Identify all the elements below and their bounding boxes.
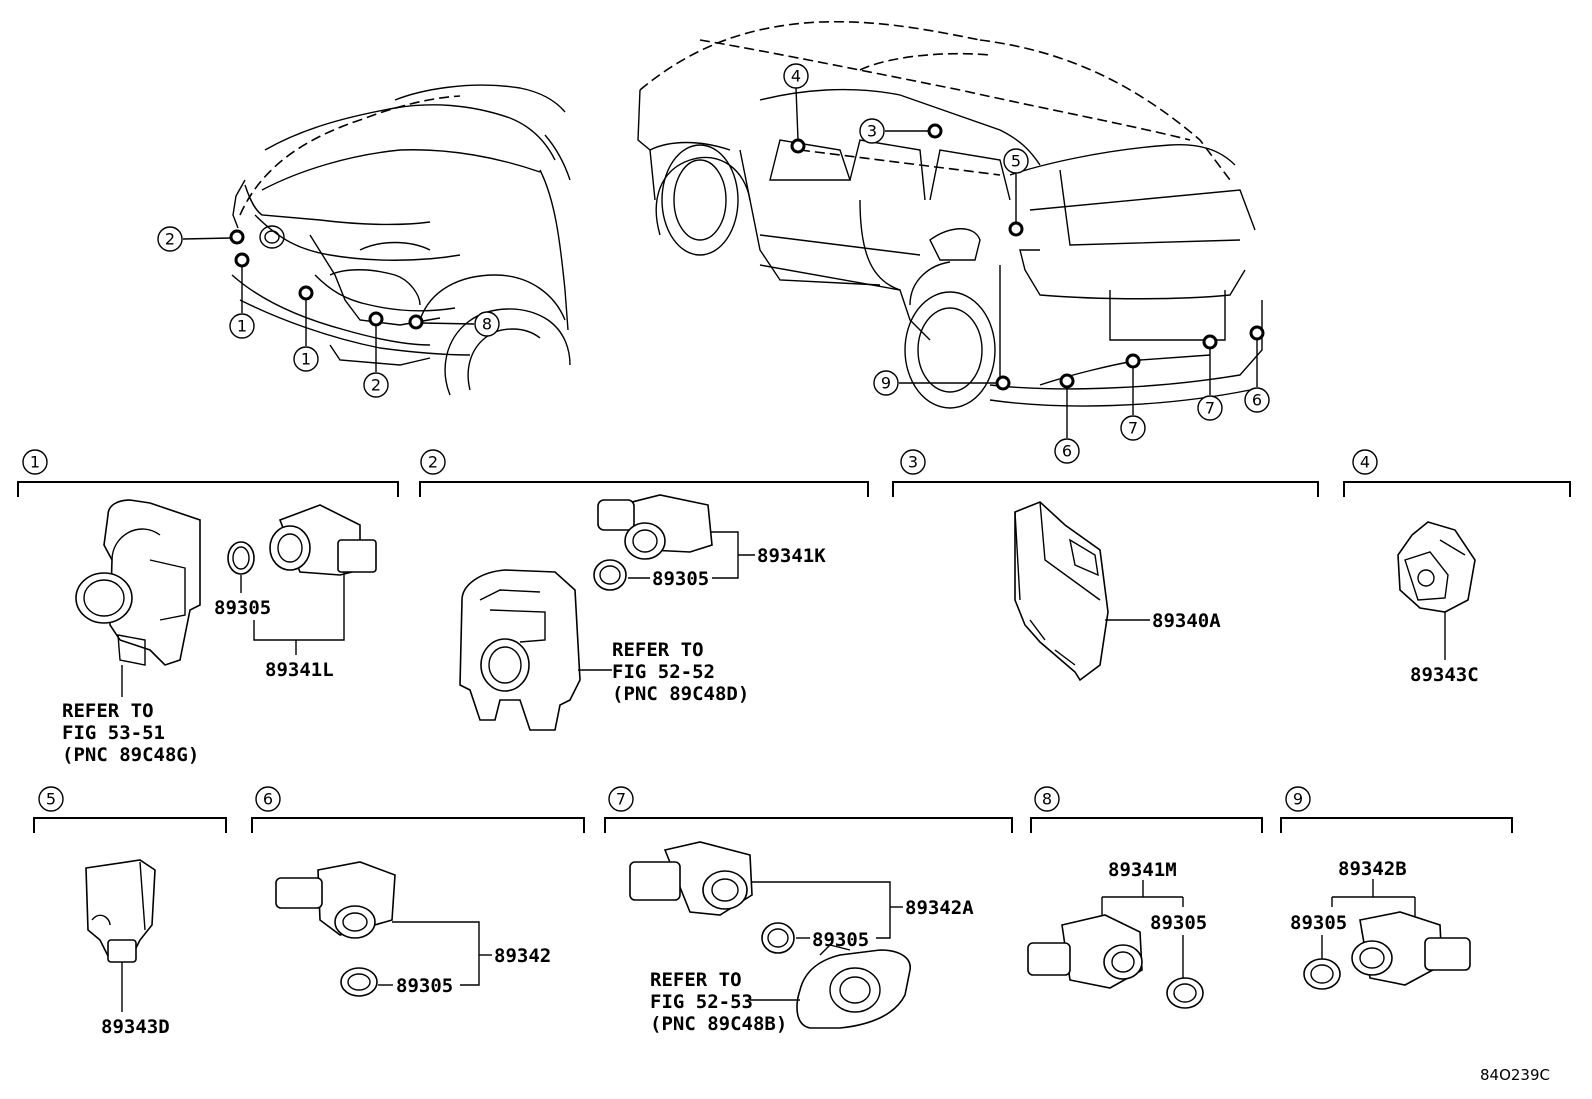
callout-1-front-b: 1 — [301, 350, 311, 369]
callout-6-rear-b: 6 — [1252, 391, 1262, 410]
part-89305-s7: 89305 — [812, 929, 869, 951]
bracket-part-1 — [75, 499, 201, 666]
callout-2-front-b: 2 — [371, 376, 381, 395]
unit-89343D — [85, 859, 156, 963]
ring-89305-s2 — [593, 559, 627, 591]
section-2-number: 2 — [428, 453, 438, 472]
callout-4-rear: 4 — [791, 67, 801, 86]
section-7-number: 7 — [616, 790, 626, 809]
ring-89305-s1 — [227, 541, 255, 575]
refer2-line2: FIG 52-52 — [612, 661, 715, 683]
part-89342B: 89342B — [1338, 858, 1407, 880]
callout-2-front-a: 2 — [165, 230, 175, 249]
front-vehicle-illustration: 2 1 1 2 8 — [157, 84, 571, 398]
part-89305-s2: 89305 — [652, 568, 709, 590]
callout-9-rear: 9 — [881, 374, 891, 393]
part-89305-s6: 89305 — [396, 975, 453, 997]
rear-vehicle-illustration: 4 3 5 9 6 7 7 6 — [637, 20, 1270, 464]
sensor-89342A — [629, 841, 753, 916]
section-headers-row-1: 1 2 3 4 — [17, 449, 1571, 497]
part-89341M: 89341M — [1108, 859, 1177, 881]
section-7: 89342A 89305 REFER TO FIG 52-53 (PNC 89C… — [629, 841, 974, 1035]
section-6-number: 6 — [263, 790, 273, 809]
part-89343D: 89343D — [101, 1016, 170, 1038]
ring-89305-s7 — [761, 922, 795, 954]
section-9-number: 9 — [1293, 790, 1303, 809]
bracket-part-2 — [459, 569, 581, 731]
figure-code: 84O239C — [1480, 1066, 1550, 1084]
sensor-89342B — [1351, 911, 1471, 986]
callout-7-rear-a: 7 — [1128, 419, 1138, 438]
section-3: 89340A — [1014, 501, 1221, 682]
camera-89343C — [1397, 521, 1476, 613]
refer7-line2: FIG 52-53 — [650, 991, 753, 1013]
section-1: 89305 89341L REFER TO FIG 53-51 (PNC 89C… — [62, 499, 377, 766]
part-89340A: 89340A — [1152, 610, 1221, 632]
section-headers-row-2: 5 6 7 8 9 — [33, 786, 1513, 833]
part-89342: 89342 — [494, 945, 551, 967]
section-5: 89343D — [85, 859, 170, 1038]
section-4-number: 4 — [1360, 453, 1370, 472]
sensor-89341M — [1027, 914, 1143, 989]
callout-5-rear: 5 — [1011, 152, 1021, 171]
callout-6-rear-a: 6 — [1062, 442, 1072, 461]
callout-3-rear: 3 — [867, 122, 877, 141]
callout-7-rear-b: 7 — [1205, 399, 1215, 418]
section-5-number: 5 — [46, 790, 56, 809]
section-4: 89343C — [1397, 521, 1479, 686]
refer7-line1: REFER TO — [650, 969, 742, 991]
part-89305-s1: 89305 — [214, 597, 271, 619]
module-89340A — [1014, 501, 1109, 682]
part-89305-s9: 89305 — [1290, 912, 1347, 934]
section-1-number: 1 — [30, 453, 40, 472]
refer2-line3: (PNC 89C48D) — [612, 683, 749, 705]
section-3-number: 3 — [908, 453, 918, 472]
section-6: 89342 89305 — [275, 861, 551, 997]
callout-1-front-a: 1 — [237, 317, 247, 336]
ring-89305-s9 — [1303, 958, 1341, 990]
part-89341L: 89341L — [265, 659, 334, 681]
part-89341K: 89341K — [757, 545, 826, 567]
section-9: 89342B 89305 — [1290, 858, 1471, 990]
section-8: 89341M 89305 — [1027, 859, 1207, 1009]
refer1-line2: FIG 53-51 — [62, 722, 165, 744]
part-89342A: 89342A — [905, 897, 974, 919]
part-89305-s8: 89305 — [1150, 912, 1207, 934]
ring-89305-s6 — [340, 967, 378, 997]
sensor-89342 — [275, 861, 396, 939]
sensor-89341L — [269, 504, 377, 576]
sensor-89341K — [597, 494, 713, 560]
section-8-number: 8 — [1042, 790, 1052, 809]
refer1-line1: REFER TO — [62, 700, 154, 722]
bezel-part-7 — [796, 944, 911, 1029]
refer7-line3: (PNC 89C48B) — [650, 1013, 787, 1035]
refer2-line1: REFER TO — [612, 639, 704, 661]
callout-8-front: 8 — [482, 315, 492, 334]
section-2: 89305 89341K REFER TO FIG 52-52 (PNC 89C… — [459, 494, 826, 731]
part-89343C: 89343C — [1410, 664, 1479, 686]
refer1-line3: (PNC 89C48G) — [62, 744, 199, 766]
ring-89305-s8 — [1166, 977, 1204, 1009]
